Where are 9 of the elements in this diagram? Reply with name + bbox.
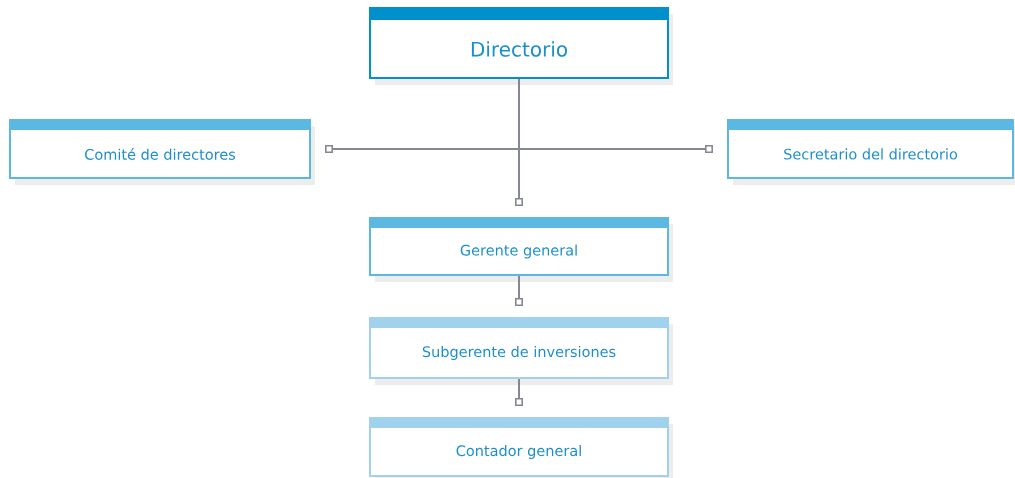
org-box: Secretario del directorio (727, 119, 1014, 179)
connector (515, 78, 523, 206)
org-box: Comité de directores (9, 119, 311, 179)
org-box: Directorio (369, 7, 669, 79)
connector (515, 378, 523, 406)
org-box: Gerente general (369, 217, 669, 276)
org-box: Subgerente de inversiones (369, 317, 669, 379)
org-box: Contador general (369, 417, 669, 477)
connector (515, 275, 523, 306)
